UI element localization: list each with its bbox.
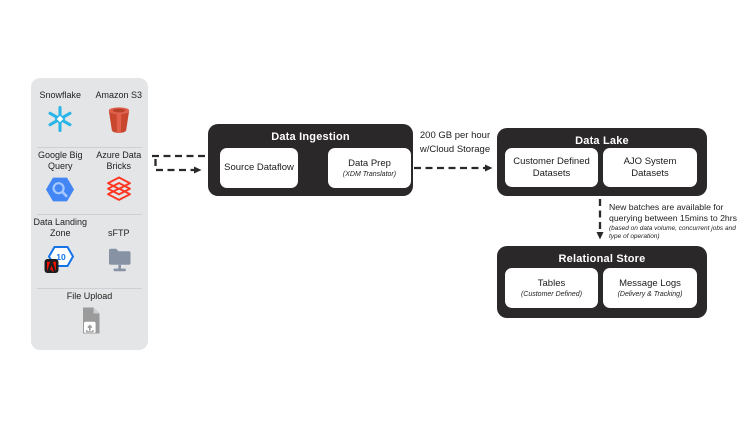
source-google-bigquery: Google Big Query <box>31 148 90 214</box>
source-label: Google Big Query <box>37 149 83 171</box>
sources-row-2: Google Big Query Azure Data Bricks <box>31 148 148 214</box>
node-label: Source Dataflow <box>224 162 294 174</box>
throughput-line1: 200 GB per hour <box>419 130 491 141</box>
node-data-prep: Data Prep (XDM Translator) <box>328 148 411 188</box>
group-title: Relational Store <box>558 253 646 265</box>
source-snowflake: Snowflake <box>31 88 90 147</box>
sidebar-divider <box>37 288 142 289</box>
source-label: Amazon S3 <box>95 89 143 100</box>
node-source-dataflow: Source Dataflow <box>220 148 298 188</box>
node-tables: Tables (Customer Defined) <box>505 268 598 308</box>
source-amazon-s3: Amazon S3 <box>90 88 149 147</box>
source-label: Azure Data Bricks <box>96 149 142 171</box>
note-line1: New batches are available for <box>609 202 724 212</box>
source-label: Data Landing Zone <box>33 216 88 238</box>
note-line2: querying between 15mins to 2hrs <box>609 213 737 224</box>
source-label: sFTP <box>108 227 130 238</box>
node-sublabel: (XDM Translator) <box>342 170 397 178</box>
note-detail2: type of operation) <box>609 233 660 241</box>
group-title: Data Lake <box>575 135 629 147</box>
throughput-line2: w/Cloud Storage <box>419 143 491 155</box>
google-bigquery-icon <box>46 177 75 202</box>
source-label: File Upload <box>66 290 113 301</box>
source-sftp: sFTP <box>90 215 149 288</box>
source-data-landing-zone: Data Landing Zone 10 <box>31 215 90 288</box>
file-upload-icon <box>82 307 99 334</box>
node-customer-defined-datasets: Customer Defined Datasets <box>505 148 598 187</box>
sources-row-3: Data Landing Zone 10 sFTP <box>31 215 148 288</box>
source-label: Snowflake <box>39 89 82 100</box>
snowflake-icon <box>48 105 72 133</box>
landing-zone-digits: 10 <box>57 252 67 262</box>
node-sublabel: (Customer Defined) <box>520 290 583 298</box>
node-sublabel: (Delivery & Tracking) <box>617 290 683 298</box>
relational-store-group: Relational Store Tables (Customer Define… <box>497 246 707 318</box>
batch-availability-note: New batches are available for querying b… <box>609 202 749 242</box>
sidebar-divider <box>37 214 142 215</box>
data-landing-zone-icon: 10 <box>44 246 75 273</box>
data-sources-panel: Snowflake Amazon S3 <box>31 78 148 350</box>
node-label: Data Prep <box>348 158 391 170</box>
note-detail1: (based on data volume, concurrent jobs a… <box>609 224 736 232</box>
node-label: Customer Defined Datasets <box>513 155 590 179</box>
source-azure-databricks: Azure Data Bricks <box>90 148 149 214</box>
data-lake-group: Data Lake Customer Defined Datasets AJO … <box>497 128 707 196</box>
edge-sources-to-ingestion-arrow <box>154 159 202 174</box>
node-ajo-system-datasets: AJO System Datasets <box>603 148 697 187</box>
sftp-folder-icon <box>108 248 131 272</box>
node-message-logs: Message Logs (Delivery & Tracking) <box>603 268 697 308</box>
node-label: Tables <box>537 278 566 290</box>
azure-databricks-icon <box>106 176 131 201</box>
adobe-logo-icon <box>44 259 59 273</box>
sources-row-4: File Upload <box>31 289 148 353</box>
sidebar-divider <box>37 147 142 148</box>
node-label: AJO System Datasets <box>623 155 677 179</box>
node-label: Message Logs <box>619 278 681 290</box>
sources-row-1: Snowflake Amazon S3 <box>31 88 148 147</box>
data-ingestion-group: Data Ingestion Source Dataflow Data Prep… <box>208 124 413 196</box>
group-title: Data Ingestion <box>271 131 350 143</box>
source-file-upload: File Upload <box>31 289 148 353</box>
throughput-label: 200 GB per hour w/Cloud Storage <box>404 129 506 157</box>
amazon-s3-icon <box>108 107 129 133</box>
